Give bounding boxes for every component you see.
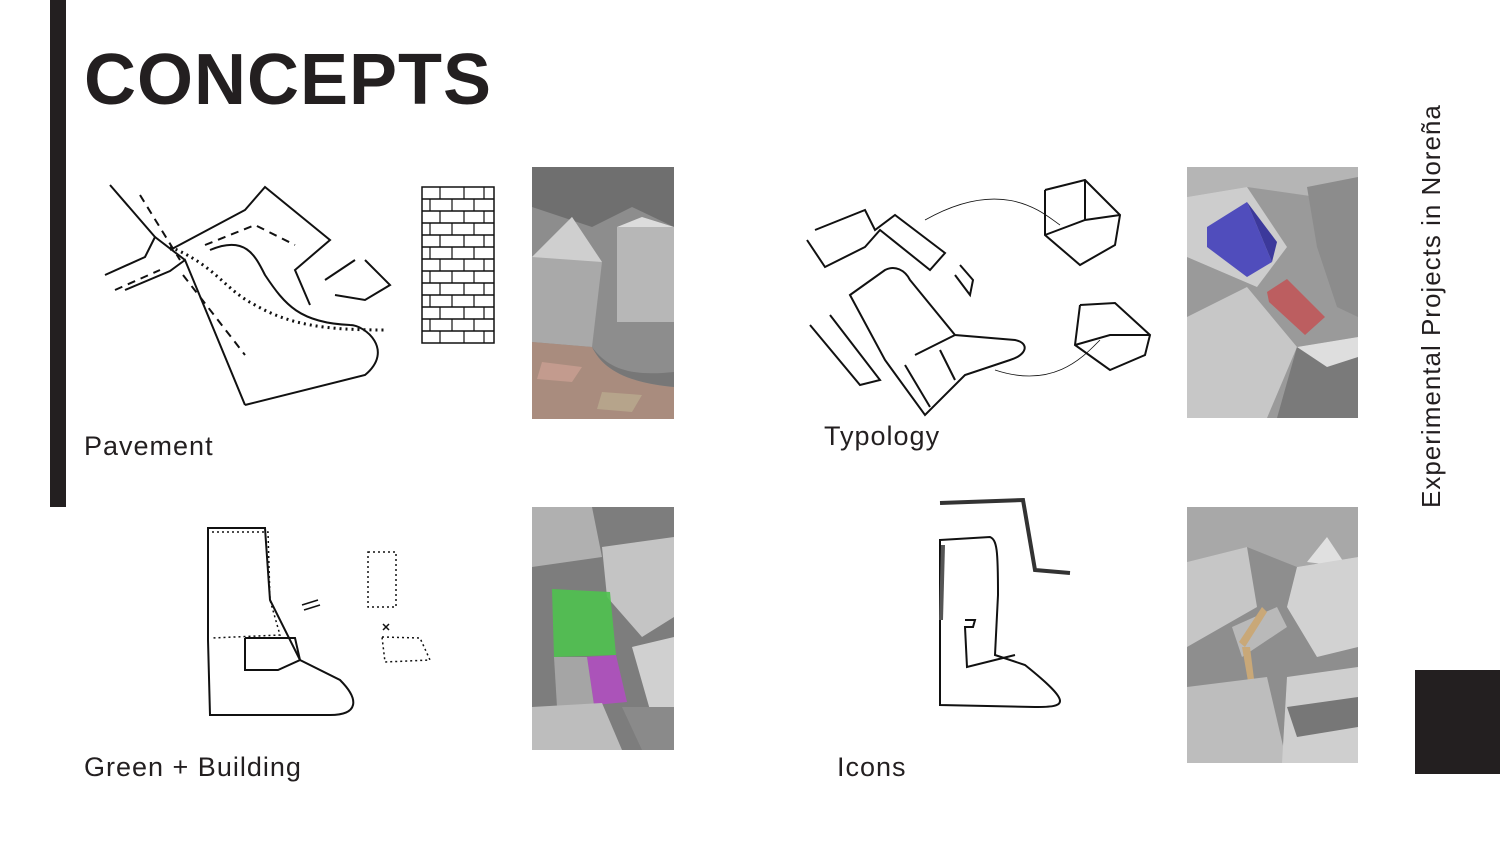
icons-model-photo [1187, 507, 1358, 763]
pavement-street-sketch [95, 175, 395, 415]
typology-model-photo [1187, 167, 1358, 418]
green-building-plan-sketch [200, 520, 440, 725]
page-title: CONCEPTS [84, 40, 493, 120]
pavement-model-photo [532, 167, 674, 419]
green-building-model-photo [532, 507, 674, 750]
concept-label-pavement: Pavement [84, 431, 214, 461]
concept-label-icons: Icons [837, 752, 907, 782]
icons-plan-sketch [935, 495, 1075, 710]
concept-label-typology: Typology [824, 421, 941, 451]
concept-label-green-building: Green + Building [84, 752, 302, 782]
corner-block [1415, 670, 1500, 774]
left-accent-bar [50, 0, 66, 507]
side-project-title: Experimental Projects in Noreña [1416, 104, 1446, 508]
typology-plan-sketch [805, 175, 1155, 420]
pavement-brick-sketch [420, 185, 496, 345]
